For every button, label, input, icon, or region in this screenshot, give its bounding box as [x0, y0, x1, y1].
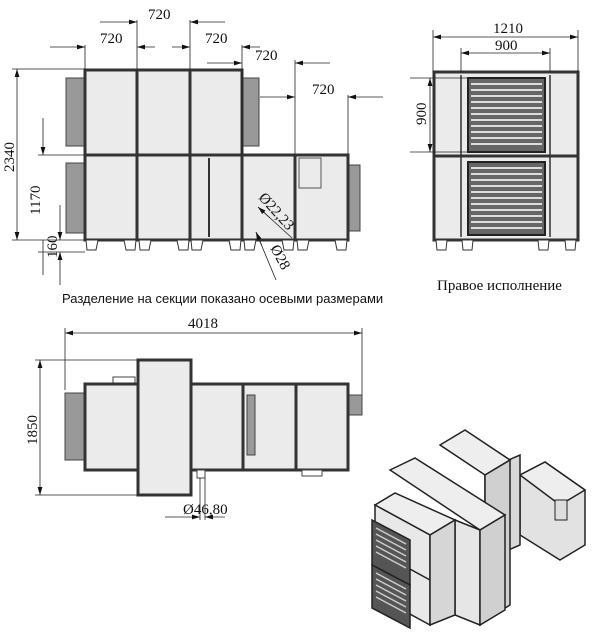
dim-grille-height: 900 — [414, 103, 430, 126]
right-duct-lower — [347, 164, 361, 232]
isometric-view — [371, 429, 587, 630]
dim-720: 720 — [255, 48, 278, 64]
side-view: 1210 900 900 Правое исполнение — [410, 21, 580, 294]
top-left-duct — [64, 392, 86, 461]
dim-total-height: 2340 — [2, 142, 18, 172]
grille-lower — [467, 161, 546, 236]
dim-720: 720 — [205, 31, 228, 47]
dim-grille-width: 900 — [495, 38, 518, 54]
dim-total-width: 1850 — [25, 415, 41, 445]
left-duct-upper — [65, 77, 86, 147]
left-duct-lower — [65, 162, 86, 234]
front-view-caption: Разделение на секции показано осевыми ра… — [62, 291, 383, 306]
feet — [85, 239, 348, 251]
front-dimensions — [12, 19, 383, 285]
dim-drain-pipe: Ø46,80 — [183, 502, 228, 518]
dim-720: 720 — [312, 82, 335, 98]
upper-sections — [83, 68, 244, 157]
dim-unit-width: 1210 — [493, 21, 523, 37]
dim-720: 720 — [148, 7, 171, 23]
lower-sections — [83, 153, 350, 242]
dim-total-length: 4018 — [188, 316, 218, 332]
top-view: 4018 1850 Ø46,80 — [25, 316, 363, 520]
iso-grille-lower — [371, 563, 411, 630]
grille-upper — [467, 77, 546, 153]
dim-feet-height: 160 — [45, 236, 61, 259]
side-view-caption: Правое исполнение — [437, 278, 562, 294]
side-feet — [435, 239, 577, 251]
dim-lower-height: 1170 — [28, 186, 44, 215]
top-right-duct — [347, 394, 363, 416]
right-duct-upper — [241, 77, 260, 147]
dim-720: 720 — [100, 31, 123, 47]
front-view: 720 720 720 720 720 2340 1170 160 Ø22,23… — [2, 7, 383, 306]
